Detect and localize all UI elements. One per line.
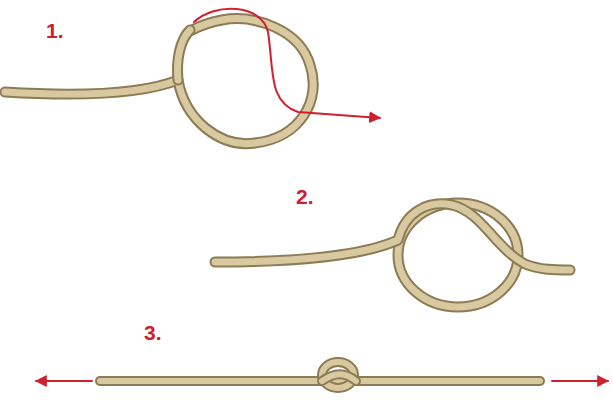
step-number: 3. [144,322,162,343]
pull-arrow [552,380,608,382]
step-number: 2. [296,186,314,207]
pull-arrow [36,380,92,382]
rope-step-3 [100,362,540,388]
rope-step-2 [215,203,570,307]
rope-step-1 [5,19,313,144]
step-number: 1. [46,20,64,41]
direction-arrow [194,9,380,118]
